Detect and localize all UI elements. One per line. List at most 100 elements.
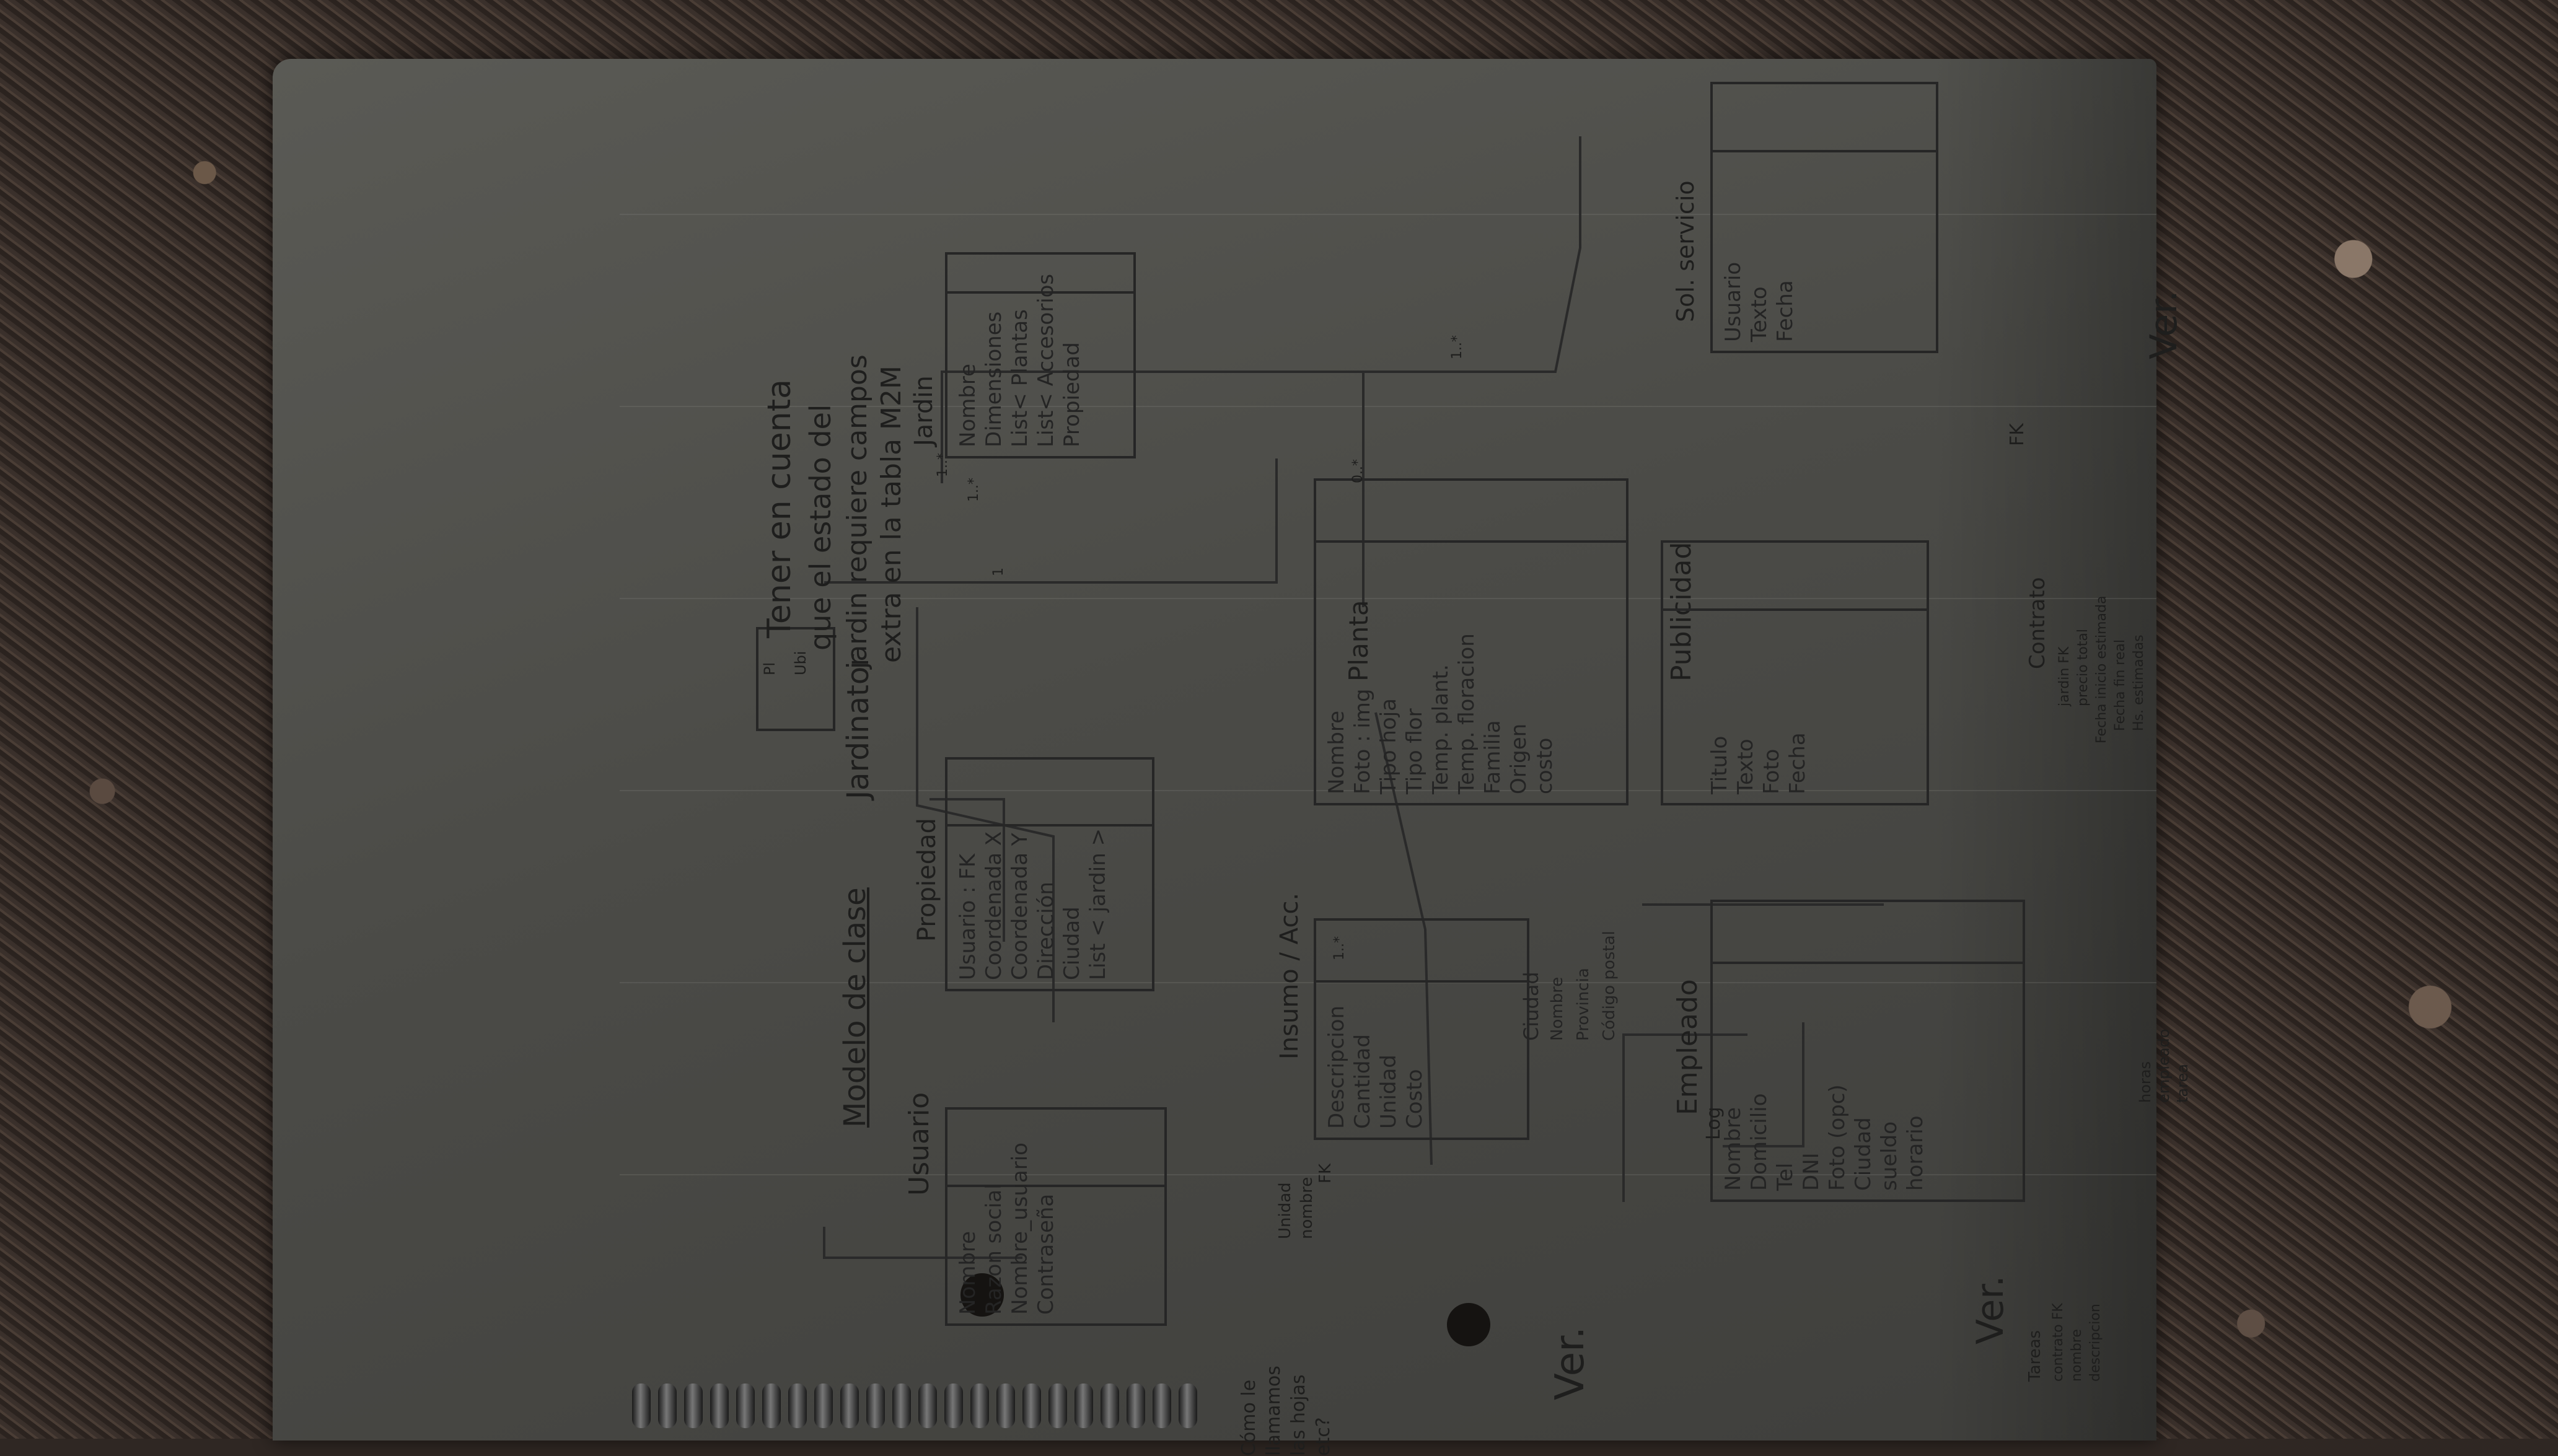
- class-box-planta: Nombre Foto : img Tipo hoja Tipo flor Te…: [1314, 478, 1628, 805]
- tareas-field: contrato FK: [2050, 1303, 2066, 1382]
- multiplicity: 1..*: [935, 453, 951, 477]
- ver-label: Ver.: [1969, 1275, 2012, 1344]
- field: horario: [1903, 1115, 1928, 1191]
- field: Cantidad: [1350, 1034, 1375, 1129]
- sketch-label-ubi: Ubi: [792, 651, 809, 675]
- ciudad-field: Código postal: [1600, 931, 1619, 1041]
- horas-title: horas: [2137, 1061, 2154, 1103]
- field: Ciudad: [1851, 1117, 1876, 1191]
- spiral-ring: [944, 1384, 963, 1428]
- ver-label: Ver.: [1547, 1327, 1593, 1400]
- field: Nombre: [956, 1230, 980, 1315]
- field: Nombre_usuario: [1008, 1142, 1032, 1315]
- class-title-usuario: Usuario: [903, 1092, 935, 1196]
- ruled-line: [620, 1174, 2156, 1175]
- ciudad-note: Ciudad Nombre Provincia Código postal: [1518, 931, 1622, 1041]
- spiral-ring: [1153, 1384, 1171, 1428]
- field: Texto: [1733, 739, 1758, 794]
- connector-publicidad-empleado: [1374, 712, 1433, 1165]
- note-line-4: extra en la tabla M2M: [876, 366, 907, 663]
- fk-label: FK: [1316, 1163, 1335, 1183]
- field: Foto (opc): [1825, 1084, 1850, 1191]
- field: Nombre: [956, 363, 980, 447]
- ruled-line: [620, 406, 2156, 407]
- field: Coordenada Y: [1008, 833, 1032, 980]
- field: Titulo: [1707, 735, 1732, 794]
- class-box-sol-servicio: Usuario Texto Fecha: [1710, 82, 1938, 353]
- spiral-binding: [632, 1366, 1995, 1441]
- connector-log: [1723, 1022, 1804, 1147]
- field: Propiedad: [1060, 342, 1084, 447]
- class-box-propiedad: Usuario : FK Coordenada X Coordenada Y D…: [945, 757, 1154, 991]
- class-divider: [1713, 962, 2023, 964]
- horas-field: tarea: [2174, 1064, 2191, 1103]
- question-note-line: Cómo le: [1238, 1379, 1260, 1456]
- spiral-ring: [996, 1384, 1015, 1428]
- field: Temp. floracion: [1454, 633, 1479, 794]
- field: Coordenada X: [982, 831, 1006, 980]
- field: Nombre: [1324, 710, 1349, 794]
- spiral-ring: [788, 1384, 807, 1428]
- field: Fecha: [1785, 732, 1810, 794]
- field: Contraseña: [1034, 1193, 1058, 1315]
- connector-empleado-contrato: [1622, 1033, 1747, 1202]
- class-title-propiedad: Propiedad: [913, 818, 941, 942]
- spiral-ring: [918, 1384, 937, 1428]
- field: sueldo: [1877, 1121, 1902, 1191]
- binder-hole: [1447, 1303, 1490, 1346]
- connector-lines: [823, 136, 1884, 1259]
- connector-planta-insumo: [916, 607, 1055, 1022]
- class-divider: [947, 824, 1152, 827]
- multiplicity: 0..*: [1350, 459, 1366, 483]
- note-line-2: que el estado del: [804, 404, 837, 651]
- log-label: Log: [1703, 1107, 1725, 1140]
- tareas-field: nombre: [2069, 1329, 2085, 1382]
- field: Temp. plant.: [1428, 664, 1453, 794]
- field: Familia: [1480, 720, 1505, 794]
- field: Descripcion: [1324, 1005, 1349, 1129]
- note-line-1: Tener en cuenta: [761, 379, 798, 638]
- field: Ciudad: [1060, 906, 1084, 980]
- field: Foto: [1759, 748, 1784, 794]
- notebook-page: Modelo de clase Jardinator Pl Ubi Tener …: [273, 59, 2191, 1456]
- field: Tipo hoja: [1376, 698, 1401, 794]
- spiral-ring: [970, 1384, 989, 1428]
- field: List < jardin >: [1086, 828, 1110, 980]
- field: Domicilio: [1747, 1093, 1772, 1191]
- tareas-field: descripcion: [2088, 1304, 2103, 1382]
- connector-jardin-planta: [941, 371, 1365, 607]
- spiral-ring: [1048, 1384, 1067, 1428]
- field: Dirección: [1034, 882, 1058, 980]
- ciudad-field: Provincia: [1574, 968, 1593, 1041]
- page-shadow: [1933, 59, 2156, 1441]
- spiral-ring: [736, 1384, 755, 1428]
- class-divider: [1316, 540, 1626, 543]
- contrato-field: Hs. estimadas: [2131, 634, 2147, 731]
- class-box-usuario: Nombre Razon social Nombre_usuario Contr…: [945, 1107, 1167, 1326]
- field: List< Accesorios: [1034, 273, 1058, 447]
- spiral-ring: [1179, 1384, 1197, 1428]
- sketch-label-pl: Pl: [761, 662, 778, 675]
- field: Fecha: [1773, 280, 1798, 342]
- fk-label: FK: [2006, 423, 2028, 446]
- field: List< Plantas: [1008, 309, 1032, 447]
- spiral-ring: [814, 1384, 833, 1428]
- contrato-field: Fecha fin real: [2112, 639, 2128, 731]
- field: Costo: [1402, 1069, 1427, 1129]
- question-note-line: etc?: [1312, 1417, 1334, 1456]
- ruled-line: [620, 982, 2156, 983]
- contrato-title: Contrato: [2025, 577, 2050, 669]
- connector-propiedad-jardin: [824, 458, 1278, 584]
- connector-usuario-propiedad: [823, 1227, 1022, 1259]
- field: Razon social: [982, 1183, 1006, 1315]
- class-divider: [1713, 150, 1936, 152]
- unidad-note-field: nombre: [1298, 1177, 1316, 1239]
- connector-propiedad-ciudad: [930, 798, 1005, 942]
- spiral-ring: [1127, 1384, 1145, 1428]
- ruled-line: [620, 790, 2156, 791]
- binder-hole: [960, 1273, 1004, 1317]
- ver-label: Ver.: [2142, 290, 2186, 359]
- class-box-jardin: Nombre Dimensiones List< Plantas List< A…: [945, 252, 1136, 458]
- field: Texto: [1747, 286, 1772, 342]
- connector-jardin-solservicio: [1363, 136, 1581, 373]
